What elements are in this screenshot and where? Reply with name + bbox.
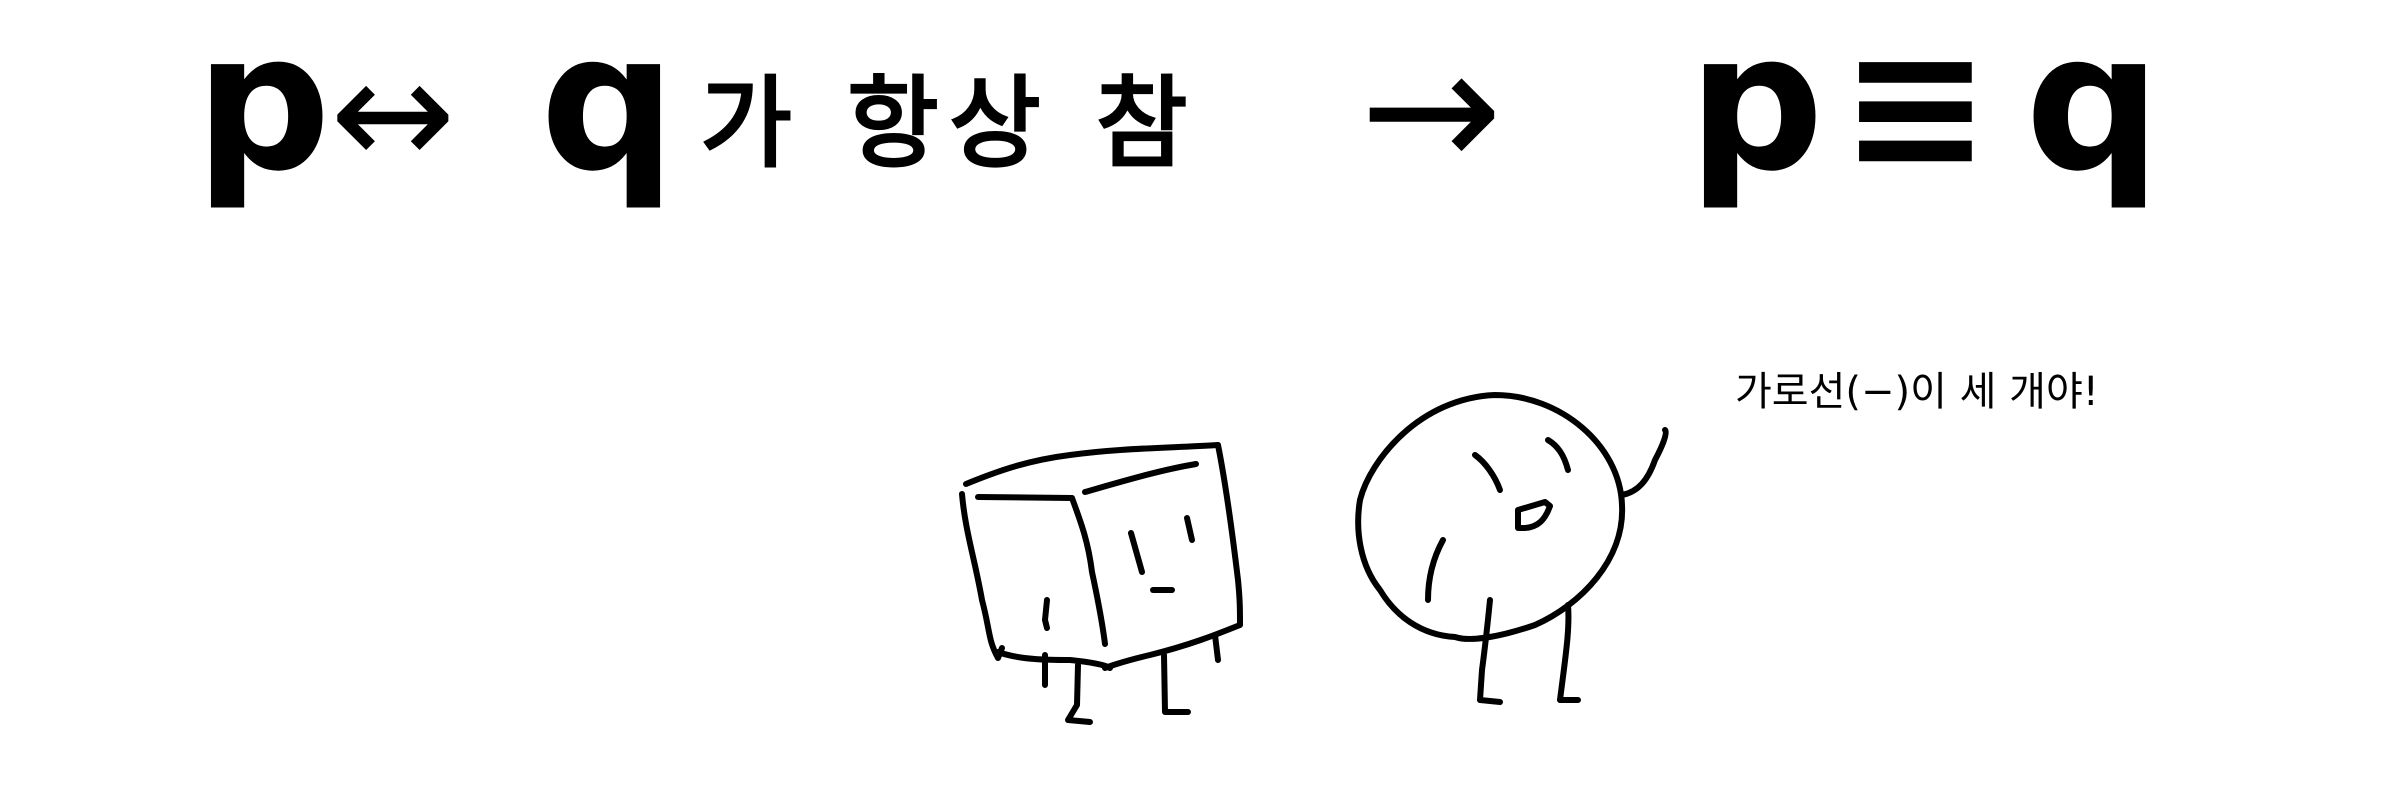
cube-leg-left [1042, 652, 1093, 725]
ball-eye-left [1472, 452, 1503, 493]
cube-leg-right [1161, 652, 1191, 715]
cube-front-face [959, 491, 1108, 661]
round-character [1355, 392, 1669, 705]
lhs-p: p [195, 0, 331, 213]
cube-leg-back [1212, 632, 1221, 663]
cube-eye-right [1184, 515, 1195, 543]
ball-arm-left [1425, 537, 1446, 603]
rhs-p: p [1688, 0, 1824, 213]
equiv-sign: ≡ [1840, 2, 1991, 211]
ball-mouth [1515, 499, 1553, 531]
rhs-q: q [2025, 0, 2161, 213]
lhs-q: q [540, 0, 676, 213]
cube-top-face [963, 442, 1221, 495]
speech-text: 가로선(−)이 세 개야! [1735, 369, 2099, 415]
ball-eye-right [1545, 437, 1571, 473]
cube-character [959, 442, 1243, 725]
cube-bottom-edge [995, 649, 1113, 671]
iff-arrow: ↔ [330, 27, 456, 201]
condition-text: 가 항상 참 [700, 65, 1198, 182]
implies-arrow: → [1360, 11, 1502, 209]
cube-eye-left [1128, 530, 1145, 575]
ball-arm-right [1619, 427, 1669, 498]
ball-leg-right [1557, 602, 1581, 703]
cube-arm [1042, 597, 1050, 631]
ball-body [1355, 392, 1626, 642]
ball-leg-left [1477, 597, 1503, 705]
equation-line: p ↔ q 가 항상 참 → p ≡ q [195, 0, 2161, 213]
